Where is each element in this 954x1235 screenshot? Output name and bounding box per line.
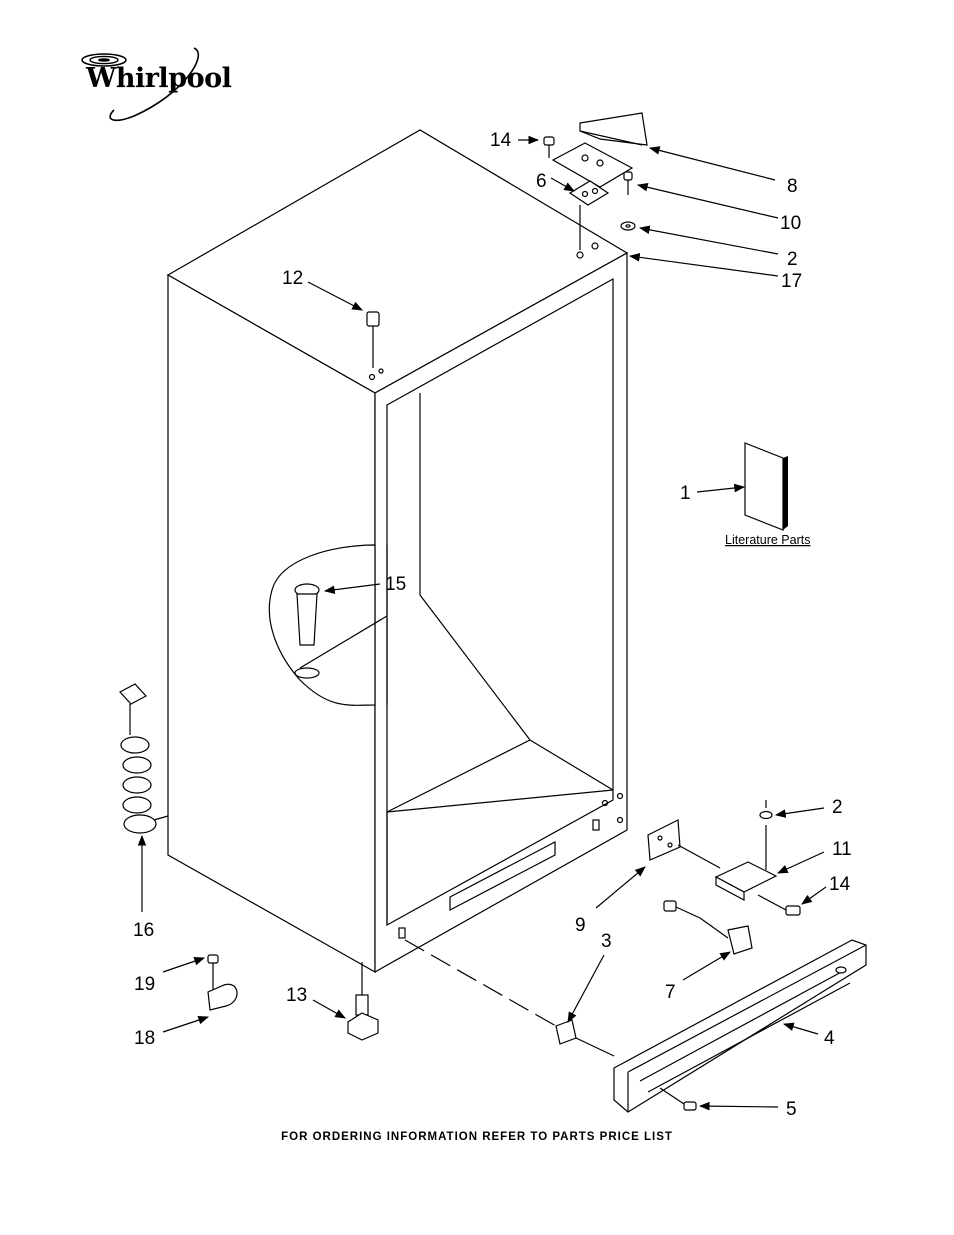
callout-15: 15 (385, 574, 406, 595)
cabinet (166, 129, 629, 974)
callout-2-top: 2 (787, 249, 798, 270)
top-hinge-assembly (543, 112, 648, 250)
callout-16: 16 (133, 920, 154, 941)
leveling-leg (347, 962, 379, 1041)
drain-tube (294, 583, 320, 679)
hinge-plate (647, 819, 681, 861)
callout-18: 18 (134, 1028, 155, 1049)
callout-13: 13 (286, 985, 307, 1006)
cabinet-front (374, 251, 628, 974)
brand-name: Whirlpool (86, 63, 232, 94)
literature-parts-label: Literature Parts (725, 533, 810, 547)
booklet (744, 442, 784, 531)
literature-booklet (744, 442, 788, 531)
callout-5: 5 (786, 1099, 797, 1120)
callout-10: 10 (780, 213, 801, 234)
callout-9: 9 (575, 915, 586, 936)
top-hinge-bracket (551, 142, 634, 188)
callout-6: 6 (536, 171, 547, 192)
callout-1: 1 (680, 483, 691, 504)
callout-arrows (137, 135, 827, 1111)
power-cord (119, 683, 169, 834)
callout-2-bottom: 2 (832, 797, 843, 818)
callout-14-bottom: 14 (829, 874, 851, 895)
grille-screw (659, 1087, 697, 1111)
vent-slot (449, 841, 556, 911)
hinge-cover (579, 112, 648, 146)
cutaway-view (268, 544, 376, 706)
callout-11: 11 (832, 839, 852, 860)
wiring-harness (663, 900, 753, 955)
cord-clamp (207, 954, 238, 1011)
bottom-hinge-assembly (647, 800, 801, 916)
callout-19: 19 (134, 974, 155, 995)
grille-clip (404, 939, 615, 1057)
callout-4: 4 (824, 1028, 835, 1049)
whirlpool-swirl-icon (81, 47, 200, 122)
grille-body (613, 939, 867, 1113)
callout-3: 3 (601, 931, 612, 952)
callout-17: 17 (781, 271, 802, 292)
callout-7: 7 (665, 982, 676, 1003)
toe-grille (613, 939, 867, 1113)
hinge-screw (785, 905, 801, 916)
callout-14-top: 14 (490, 130, 512, 151)
hinge-shim (568, 180, 610, 206)
whirlpool-logo: Whirlpool (74, 46, 232, 122)
ordering-info-footer: FOR ORDERING INFORMATION REFER TO PARTS … (281, 1131, 673, 1143)
top-plug (366, 311, 380, 368)
callout-12: 12 (282, 268, 303, 289)
callout-labels: 14 8 6 10 2 17 12 1 15 16 2 11 14 9 3 7 … (133, 130, 852, 1120)
callout-8: 8 (787, 176, 798, 197)
cabinet-opening (386, 277, 614, 927)
